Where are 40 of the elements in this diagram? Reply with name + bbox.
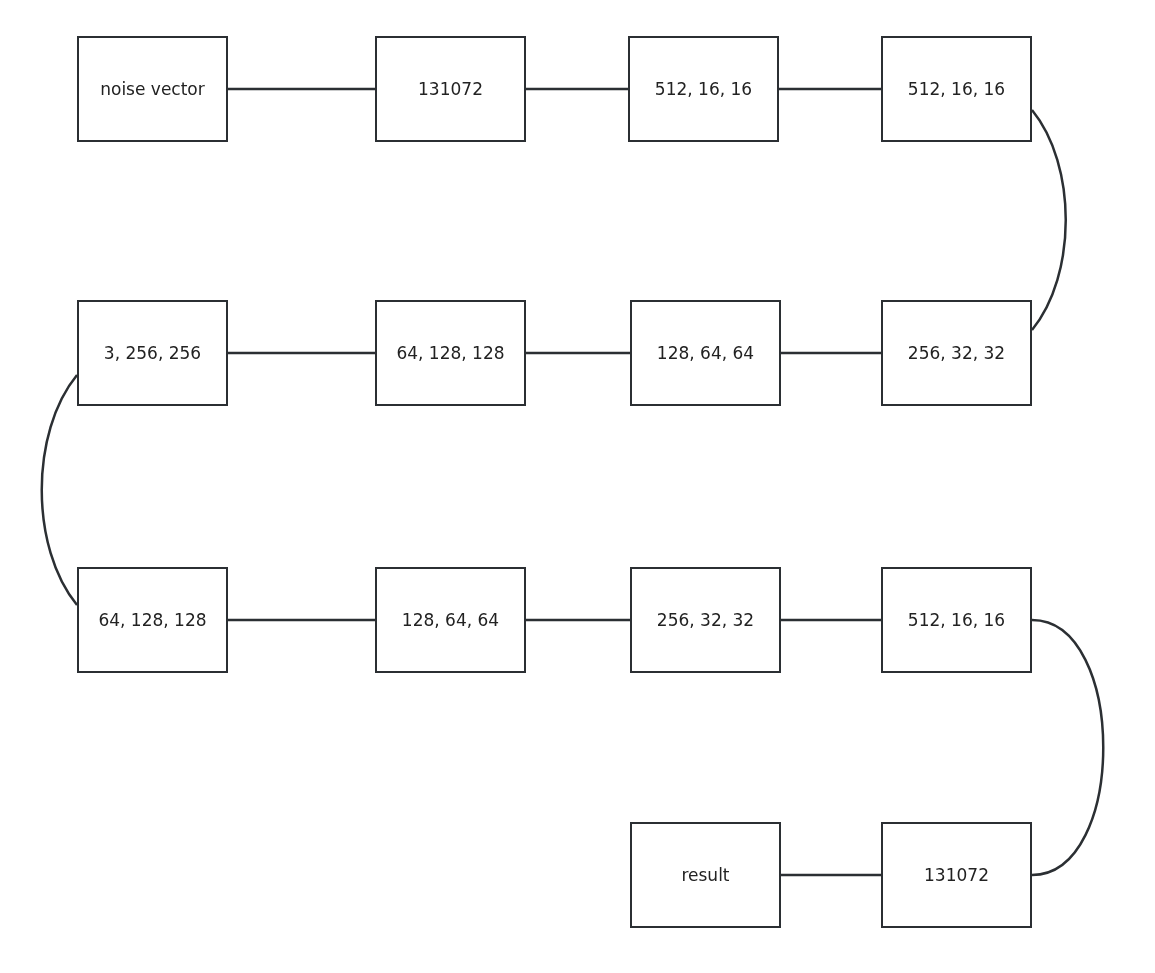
box-label: 128, 64, 64	[656, 343, 755, 363]
connector-line	[781, 618, 881, 622]
box-label: result	[681, 865, 730, 885]
process-box	[375, 300, 526, 406]
box-label: 64, 128, 128	[98, 610, 207, 630]
connector-line	[228, 618, 375, 622]
box-label: 131072	[418, 79, 483, 99]
process-box	[375, 567, 526, 673]
connector-line	[526, 351, 630, 355]
connector-line	[40, 374, 79, 606]
connector-line	[526, 618, 630, 622]
box-label: noise vector	[100, 79, 205, 99]
connector-line	[781, 351, 881, 355]
process-box	[881, 300, 1032, 406]
process-box	[630, 822, 781, 928]
process-box	[77, 300, 228, 406]
process-box	[881, 567, 1032, 673]
connector-line	[779, 87, 881, 91]
box-label: 512, 16, 16	[907, 610, 1006, 630]
box-label: 64, 128, 128	[396, 343, 505, 363]
process-box	[630, 567, 781, 673]
connector-line	[1031, 618, 1105, 877]
connector-line	[228, 87, 375, 91]
box-label: 131072	[924, 865, 989, 885]
process-box	[881, 36, 1032, 142]
connector-line	[781, 873, 881, 877]
connector-line	[228, 351, 375, 355]
connector-line	[526, 87, 628, 91]
process-box	[77, 567, 228, 673]
box-label: 128, 64, 64	[401, 610, 500, 630]
process-box	[77, 36, 228, 142]
process-box	[375, 36, 526, 142]
box-label: 3, 256, 256	[103, 343, 202, 363]
process-box	[881, 822, 1032, 928]
box-label: 512, 16, 16	[907, 79, 1006, 99]
process-box	[630, 300, 781, 406]
process-box	[628, 36, 779, 142]
box-label: 512, 16, 16	[654, 79, 753, 99]
box-label: 256, 32, 32	[907, 343, 1006, 363]
box-label: 256, 32, 32	[656, 610, 755, 630]
